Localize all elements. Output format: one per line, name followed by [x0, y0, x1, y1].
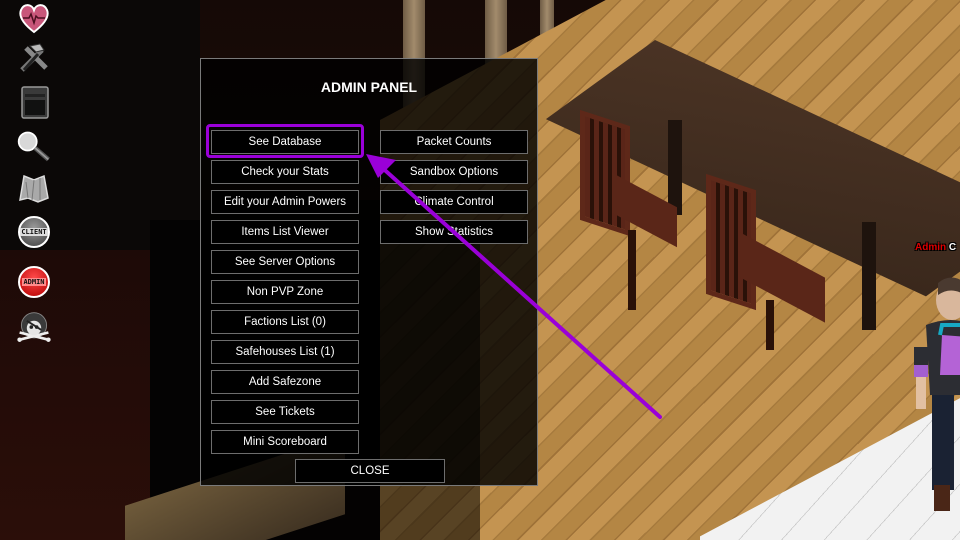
check-stats-button[interactable]: Check your Stats [211, 160, 359, 184]
sidebar-item-crafting[interactable] [16, 40, 52, 76]
see-tickets-button[interactable]: See Tickets [211, 400, 359, 424]
player-name: C [948, 242, 957, 253]
table-leg [862, 222, 876, 330]
chair-leg [766, 300, 774, 350]
client-icon: CLIENT [18, 216, 50, 248]
see-server-options-button[interactable]: See Server Options [211, 250, 359, 274]
non-pvp-zone-button[interactable]: Non PVP Zone [211, 280, 359, 304]
skull-icon [17, 312, 51, 342]
edit-admin-powers-button[interactable]: Edit your Admin Powers [211, 190, 359, 214]
see-database-button[interactable]: See Database [211, 130, 359, 154]
chair-leg [628, 230, 636, 310]
map-icon [19, 174, 49, 203]
sidebar-item-search[interactable] [16, 128, 52, 164]
factions-list-button[interactable]: Factions List (0) [211, 310, 359, 334]
admin-panel: ADMIN PANEL See Database Check your Stat… [200, 58, 538, 486]
packet-counts-button[interactable]: Packet Counts [380, 130, 528, 154]
hammer-icon [20, 43, 48, 72]
show-statistics-button[interactable]: Show Statistics [380, 220, 528, 244]
sidebar-item-map[interactable] [16, 170, 52, 206]
admin-icon: ADMIN [18, 266, 50, 298]
sidebar-item-client[interactable]: CLIENT [16, 214, 52, 250]
items-list-viewer-button[interactable]: Items List Viewer [211, 220, 359, 244]
climate-control-button[interactable]: Climate Control [380, 190, 528, 214]
magnifier-icon [17, 131, 50, 162]
table-leg [668, 120, 682, 215]
player-role: Admin [915, 242, 947, 253]
panel-title: ADMIN PANEL [320, 79, 418, 95]
sidebar-item-health[interactable] [16, 0, 52, 36]
player-character[interactable] [912, 275, 960, 515]
heart-icon [19, 4, 49, 34]
sidebar-item-furnace[interactable] [16, 84, 52, 120]
stove-icon [21, 86, 49, 119]
sandbox-options-button[interactable]: Sandbox Options [380, 160, 528, 184]
safehouses-list-button[interactable]: Safehouses List (1) [211, 340, 359, 364]
sidebar-item-admin[interactable]: ADMIN [16, 264, 52, 300]
player-name-tag: Admin C [915, 242, 956, 253]
add-safezone-button[interactable]: Add Safezone [211, 370, 359, 394]
mini-scoreboard-button[interactable]: Mini Scoreboard [211, 430, 359, 454]
sidebar-item-zombie-debug[interactable] [16, 310, 52, 346]
dark-red-panel [0, 250, 150, 540]
close-button[interactable]: CLOSE [295, 459, 445, 483]
